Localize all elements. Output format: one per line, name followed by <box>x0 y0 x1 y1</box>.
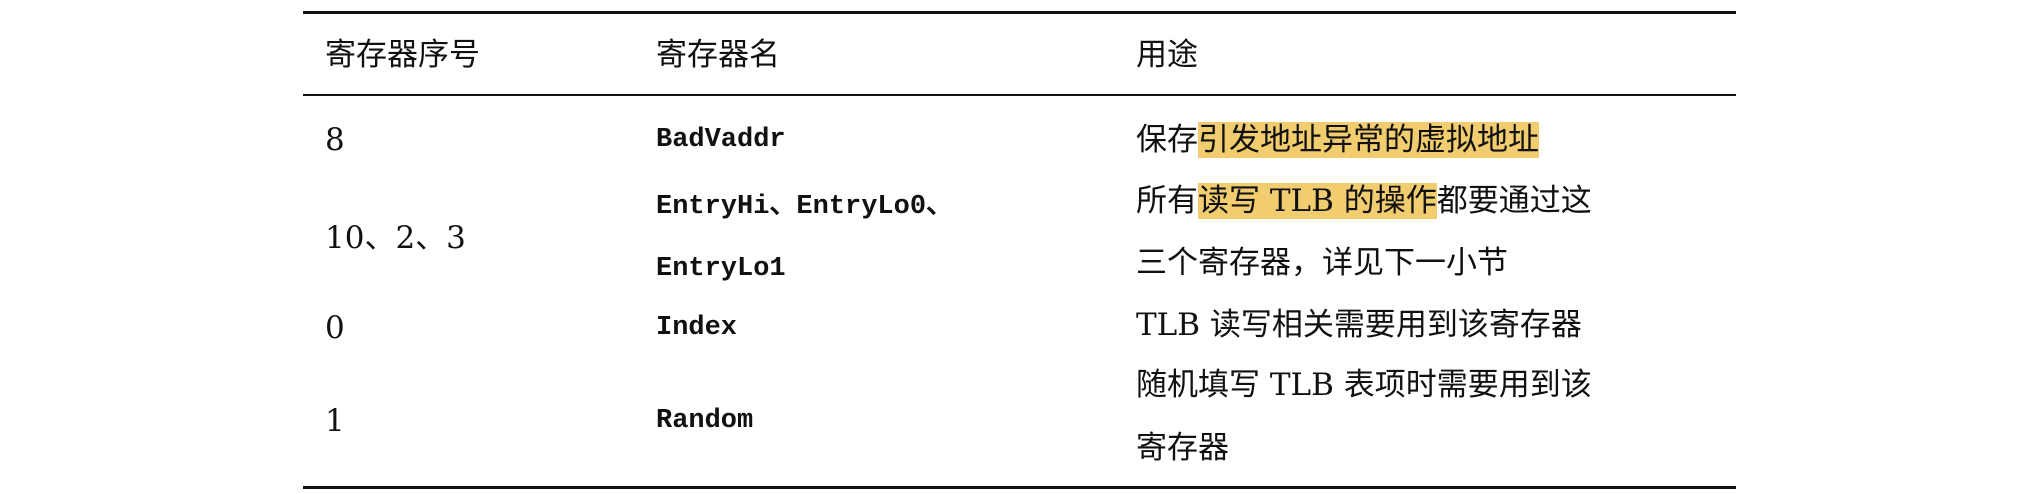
bottom-rule <box>303 486 1736 489</box>
row1-name: BadVaddr <box>656 125 786 155</box>
row1-purpose: 保存引发地址异常的虚拟地址 <box>1136 120 1539 160</box>
row4-name: Random <box>656 406 754 436</box>
highlighted-text: 读写 TLB 的操作 <box>1198 183 1437 219</box>
row4-purpose-line1: 随机填写 TLB 表项时需要用到该 <box>1136 367 1592 403</box>
purpose-text: 都要通过这 <box>1436 183 1592 219</box>
row3-name: Index <box>656 313 738 343</box>
header-register-number: 寄存器序号 <box>325 37 480 73</box>
purpose-text: 保存 <box>1136 122 1198 158</box>
row2-purpose-line1: 所有读写 TLB 的操作都要通过这 <box>1136 181 1592 221</box>
row3-purpose: TLB 读写相关需要用到该寄存器 <box>1136 307 1582 343</box>
purpose-text: 所有 <box>1136 183 1198 219</box>
row2-number: 10、2、3 <box>325 220 466 256</box>
highlighted-text: 引发地址异常的虚拟地址 <box>1198 122 1539 158</box>
header-rule <box>303 94 1736 96</box>
top-rule <box>303 11 1736 14</box>
row1-number: 8 <box>325 122 345 158</box>
row2-name-line1: EntryHi、EntryLo0、 <box>656 192 954 222</box>
row4-purpose-line2: 寄存器 <box>1136 430 1229 466</box>
header-purpose: 用途 <box>1136 37 1198 73</box>
row3-number: 0 <box>325 310 345 346</box>
row2-name-line2: EntryLo1 <box>656 254 786 284</box>
row2-purpose-line2: 三个寄存器，详见下一小节 <box>1136 245 1508 281</box>
header-register-name: 寄存器名 <box>656 37 780 73</box>
row4-number: 1 <box>325 403 345 439</box>
